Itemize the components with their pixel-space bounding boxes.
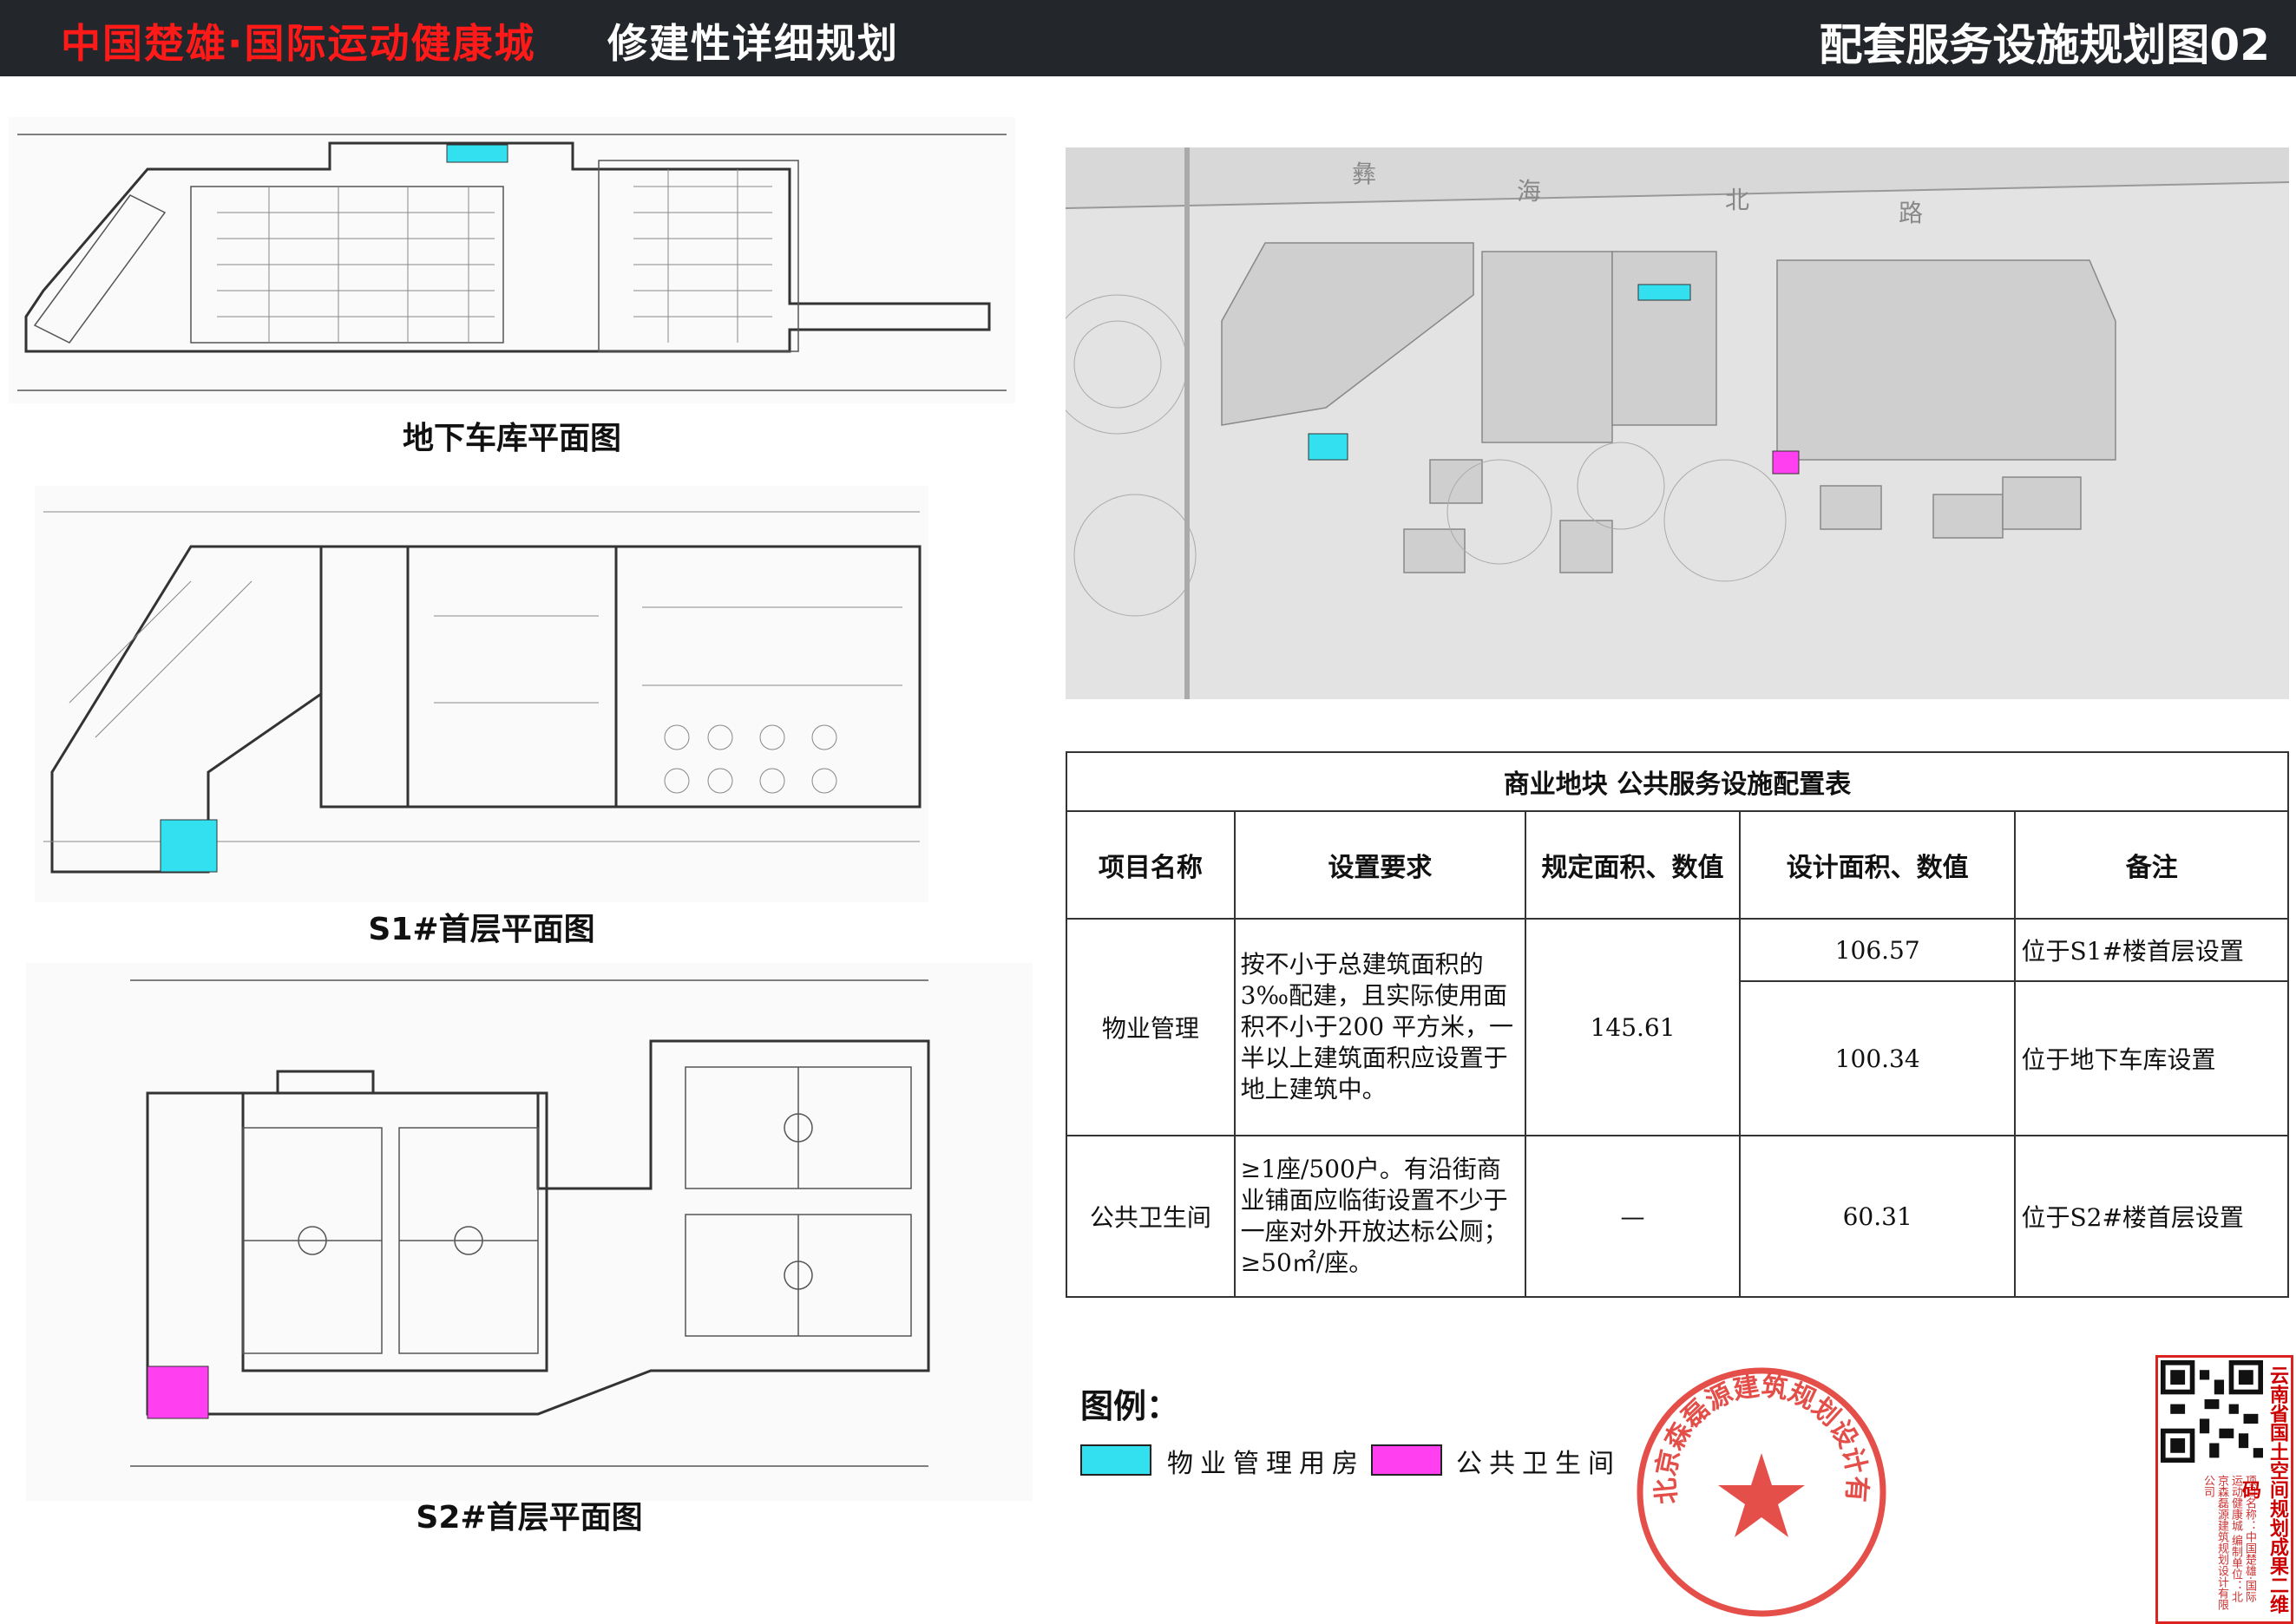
qr-code-icon	[2161, 1360, 2263, 1463]
site-plan-map: 彝 海 北 路	[1066, 147, 2289, 699]
basement-plan-drawing	[17, 134, 1007, 391]
table-row: 公共卫生间 ≥1座/500户。有沿街商业铺面应临街设置不少于一座对外开放达标公厕…	[1066, 1135, 2289, 1298]
legend-label-property: 物业管理用房	[1167, 1449, 1365, 1479]
road-label-2: 海	[1517, 177, 1541, 206]
s1-property-room	[160, 819, 218, 873]
project-title: 中国楚雄·国际运动健康城	[61, 20, 536, 67]
row-note: 位于S2#楼首层设置	[2014, 1135, 2289, 1298]
row-note: 位于S1#楼首层设置	[2014, 918, 2289, 982]
basement-plan-caption: 地下车库平面图	[402, 421, 621, 456]
road-label-4: 路	[1899, 199, 1923, 227]
row-note: 位于地下车库设置	[2014, 980, 2289, 1136]
col-header-requirement: 设置要求	[1233, 810, 1527, 920]
col-header-design: 设计面积、数值	[1738, 810, 2017, 920]
road-label-3: 北	[1725, 186, 1749, 214]
row-required: 145.61	[1525, 918, 1741, 1136]
row-design-value: 106.57	[1738, 918, 2017, 982]
s2-floor-plan	[26, 963, 1033, 1501]
col-header-name: 项目名称	[1066, 810, 1236, 920]
s2-plan-caption: S2#首层平面图	[416, 1500, 643, 1536]
row-required: —	[1525, 1135, 1741, 1298]
row-name: 物业管理	[1066, 918, 1236, 1136]
project-subtitle: 修建性详细规划	[607, 20, 899, 67]
site-property-room-a	[1637, 284, 1691, 301]
road-label-1: 彝	[1352, 160, 1376, 188]
qr-code-panel	[2155, 1355, 2268, 1624]
header-bar: 中国楚雄·国际运动健康城 修建性详细规划 配套服务设施规划图02	[0, 0, 2296, 76]
basement-property-room	[446, 144, 508, 163]
legend-title: 图例：	[1080, 1387, 1180, 1425]
qr-info-text: 项目名称：中国楚雄·国际运动健康城 编制单位：北京森磊源建筑规划设计有限公司	[2201, 1475, 2256, 1610]
site-public-toilet	[1772, 450, 1800, 475]
col-header-note: 备注	[2014, 810, 2289, 920]
row-requirement: ≥1座/500户。有沿街商业铺面应临街设置不少于一座对外开放达标公厕；≥50㎡/…	[1233, 1135, 1527, 1298]
row-name: 公共卫生间	[1066, 1135, 1236, 1298]
qr-side-caption: 云南省国土空间规划成果二维码	[2239, 1355, 2293, 1624]
row-requirement: 按不小于总建筑面积的3‰配建，且实际使用面积不小于200 平方米，一半以上建筑面…	[1233, 918, 1527, 1136]
row-design-value: 100.34	[1738, 980, 2017, 1136]
company-seal-stamp: 北京森磊源建筑规划设计有限公司	[1631, 1362, 1886, 1617]
s1-plan-caption: S1#首层平面图	[368, 912, 595, 947]
facility-config-table: 商业地块 公共服务设施配置表 项目名称 设置要求 规定面积、数值 设计面积、数值…	[1066, 751, 2289, 1298]
sheet-title: 配套服务设施规划图02	[1819, 20, 2270, 70]
basement-floor-plan	[9, 117, 1015, 403]
site-plan-drawing: 彝 海 北 路	[1066, 147, 2289, 699]
row-design-value: 60.31	[1738, 1135, 2017, 1298]
s1-plan-drawing	[43, 511, 922, 874]
legend-swatch-toilet	[1371, 1444, 1442, 1476]
table-row: 100.34 位于地下车库设置	[1066, 980, 2289, 1136]
table-title: 商业地块 公共服务设施配置表	[1066, 751, 2289, 812]
legend-swatch-property	[1080, 1444, 1151, 1476]
legend-label-toilet: 公共卫生间	[1456, 1449, 1621, 1479]
table-row: 物业管理 按不小于总建筑面积的3‰配建，且实际使用面积不小于200 平方米，一半…	[1066, 918, 2289, 1136]
s2-public-toilet	[147, 1365, 209, 1419]
s1-floor-plan	[35, 486, 928, 902]
col-header-required: 规定面积、数值	[1525, 810, 1741, 920]
site-property-room-b	[1308, 433, 1348, 461]
s2-plan-drawing	[130, 979, 930, 1467]
